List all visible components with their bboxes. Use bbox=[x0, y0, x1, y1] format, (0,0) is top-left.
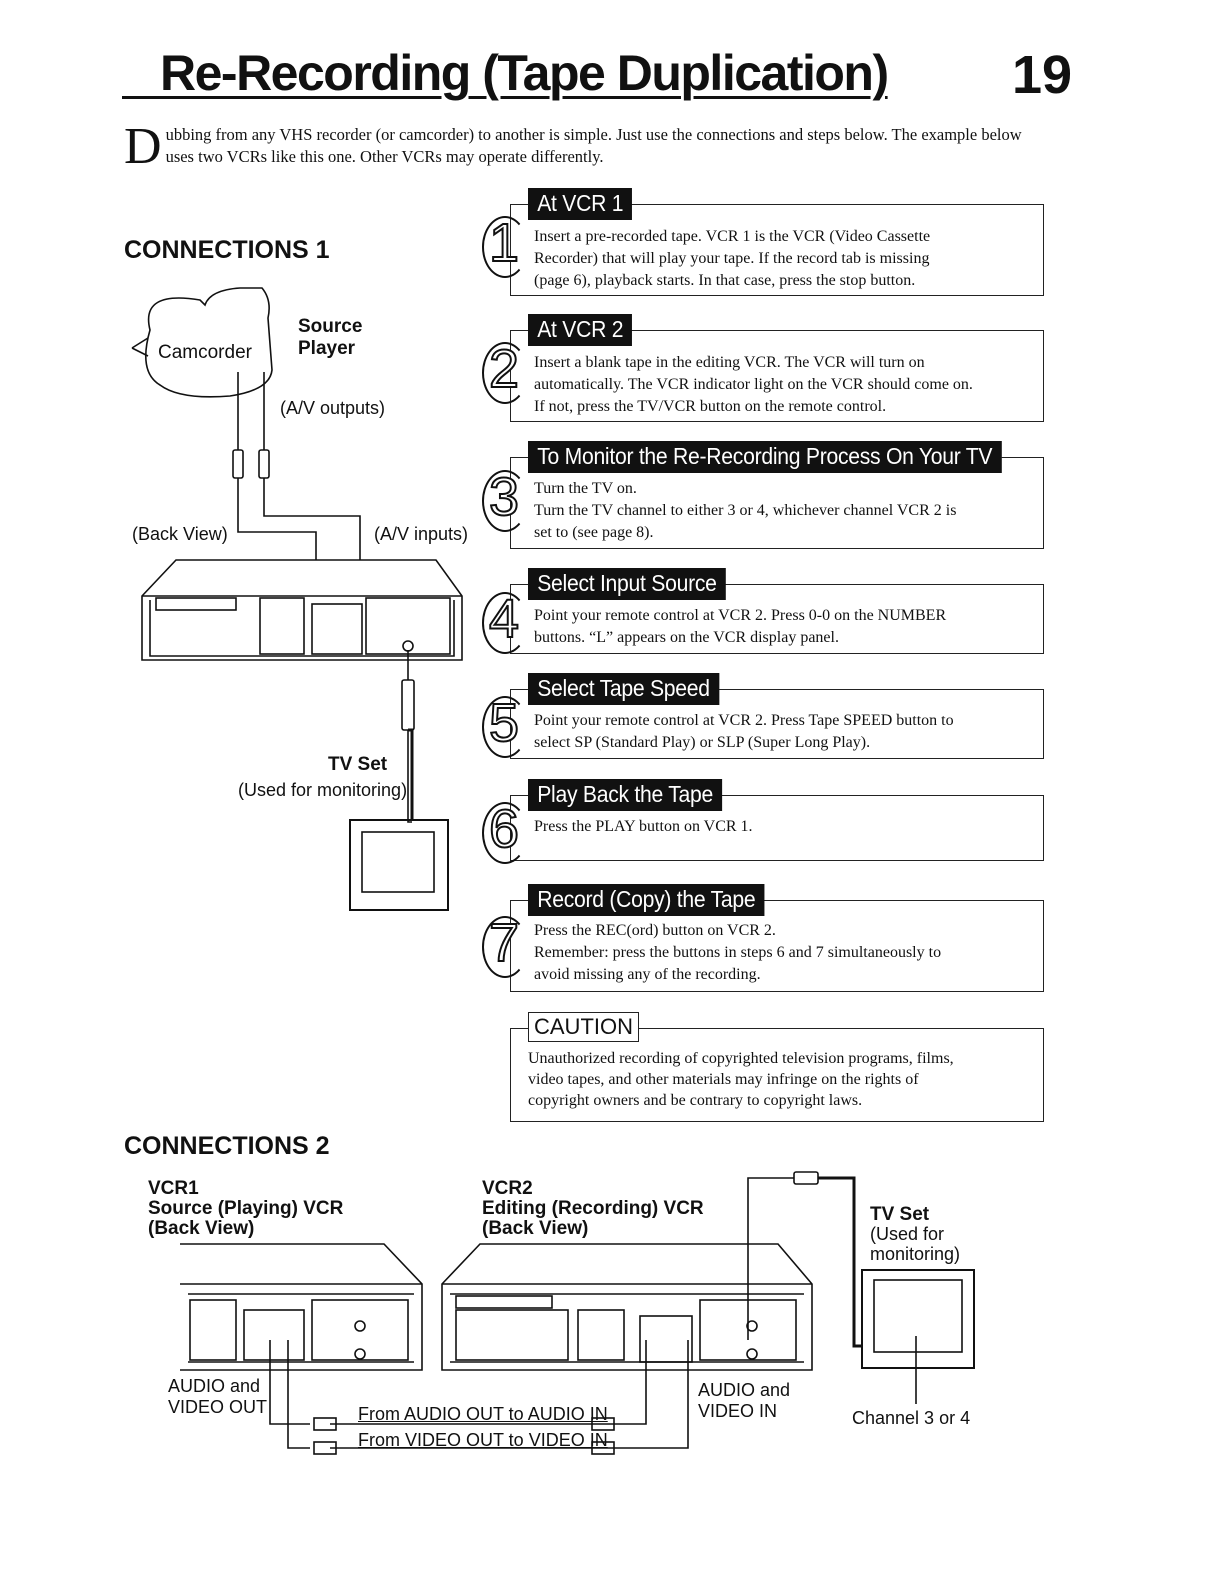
connections-1-heading: CONNECTIONS 1 bbox=[124, 236, 330, 264]
heading-rule bbox=[764, 900, 1043, 901]
audio-video-out-label-1: AUDIO and bbox=[168, 1376, 261, 1396]
page-title: Re-Recording (Tape Duplication) bbox=[160, 45, 889, 101]
av-inputs-label: (A/V inputs) bbox=[374, 524, 469, 544]
step-1-text: Insert a pre-recorded tape. VCR 1 is the… bbox=[534, 228, 931, 289]
step-4-heading: Select Input Source bbox=[528, 568, 726, 600]
heading-rule bbox=[718, 689, 1043, 690]
audio-video-in-label-1: AUDIO and bbox=[698, 1380, 791, 1400]
heading-rule bbox=[632, 330, 1043, 331]
channel-label: Channel 3 or 4 bbox=[852, 1408, 971, 1428]
step-7-heading: Record (Copy) the Tape bbox=[528, 884, 765, 916]
page-number: 19 bbox=[1012, 45, 1073, 105]
step-2-text: Insert a blank tape in the editing VCR. … bbox=[534, 354, 973, 415]
tv-set-label: TV Set bbox=[328, 754, 388, 775]
step-5-heading: Select Tape Speed bbox=[528, 673, 719, 705]
step-4-text: Point your remote control at VCR 2. Pres… bbox=[534, 607, 947, 646]
vcr1-back-view bbox=[180, 1243, 423, 1371]
heading-rule bbox=[632, 204, 1043, 205]
step-1-number: 1 bbox=[482, 212, 528, 278]
step-2-number: 2 bbox=[482, 338, 528, 404]
audio-video-out-label-2: VIDEO OUT bbox=[168, 1397, 268, 1417]
caution-heading: CAUTION bbox=[528, 1012, 639, 1042]
step-6-number: 6 bbox=[482, 798, 528, 864]
audio-video-in-label-2: VIDEO IN bbox=[698, 1401, 778, 1421]
step-7-number: 7 bbox=[482, 912, 528, 978]
back-view-label: (Back View) bbox=[132, 524, 228, 544]
tv-set-2-label: TV Set bbox=[870, 1204, 930, 1225]
tv-set-2-used-label: (Used for bbox=[870, 1224, 945, 1244]
intro-text: ubbing from any VHS recorder (or camcord… bbox=[165, 125, 1022, 166]
step-7-text: Press the REC(ord) button on VCR 2.Remem… bbox=[534, 922, 942, 983]
connections-2-heading: CONNECTIONS 2 bbox=[124, 1132, 330, 1160]
heading-rule bbox=[725, 584, 1043, 585]
step-4-number: 4 bbox=[482, 588, 528, 654]
source-label: Source bbox=[298, 316, 363, 337]
vcr1-source-label: Source (Playing) VCR bbox=[148, 1198, 344, 1219]
step-2-heading: At VCR 2 bbox=[528, 314, 633, 346]
audio-cable-label: From AUDIO OUT to AUDIO IN bbox=[358, 1404, 608, 1424]
video-cable-label: From VIDEO OUT to VIDEO IN bbox=[358, 1430, 608, 1450]
title-rule bbox=[122, 96, 162, 99]
step-3-heading: To Monitor the Re-Recording Process On Y… bbox=[528, 441, 1002, 473]
intro-dropcap: D bbox=[124, 118, 162, 175]
caution-text: Unauthorized recording of copyrighted te… bbox=[528, 1050, 954, 1109]
vcr2-back-view-label: (Back View) bbox=[482, 1218, 589, 1239]
caution-box bbox=[510, 1028, 1044, 1122]
vcr2-editing-label: Editing (Recording) VCR bbox=[482, 1198, 704, 1219]
vcr2-label: VCR2 bbox=[482, 1178, 533, 1199]
tv-set-icon bbox=[349, 819, 449, 911]
step-6-heading: Play Back the Tape bbox=[528, 779, 723, 811]
step-3-text: Turn the TV on.Turn the TV channel to ei… bbox=[534, 480, 957, 541]
camcorder-label: Camcorder bbox=[158, 342, 252, 363]
av-outputs-label: (A/V outputs) bbox=[280, 398, 386, 418]
player-label: Player bbox=[298, 338, 356, 359]
tv-used-label: (Used for monitoring) bbox=[238, 780, 408, 800]
step-5-text: Point your remote control at VCR 2. Pres… bbox=[534, 712, 954, 751]
vcr1-label: VCR1 bbox=[148, 1178, 199, 1199]
heading-rule bbox=[722, 795, 1043, 796]
heading-rule bbox=[1001, 457, 1043, 458]
tv-set-2-monitoring-label: monitoring) bbox=[870, 1244, 961, 1264]
tv-set-2-icon bbox=[861, 1269, 975, 1369]
step-3-number: 3 bbox=[482, 466, 528, 532]
camcorder-icon bbox=[144, 287, 273, 398]
step-6-text: Press the PLAY button on VCR 1. bbox=[534, 818, 753, 835]
step-5-number: 5 bbox=[482, 692, 528, 758]
vcr1-back-view-label: (Back View) bbox=[148, 1218, 255, 1239]
step-1-heading: At VCR 1 bbox=[528, 188, 633, 220]
